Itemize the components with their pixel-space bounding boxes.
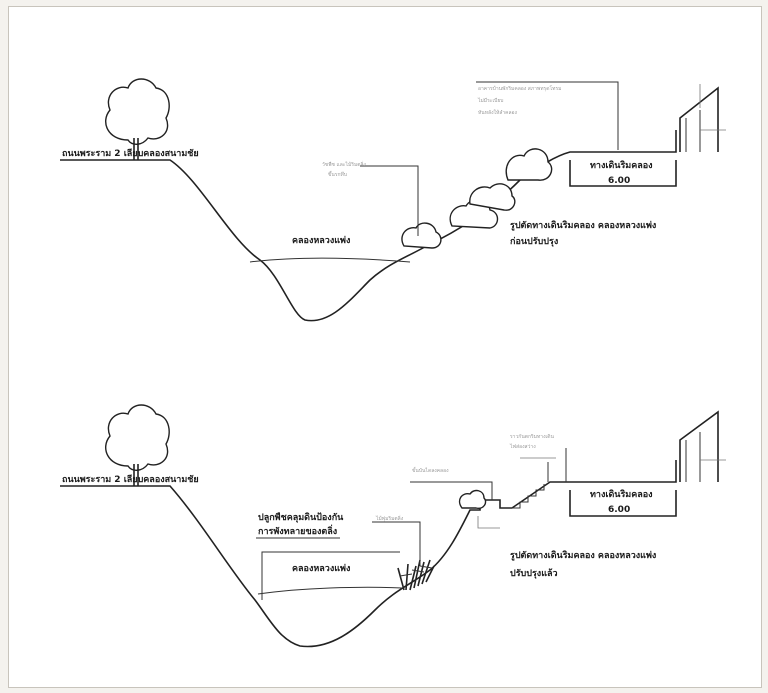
bank-label-top: ถนนพระราม 2 เลียบคลองสนามชัย xyxy=(62,148,199,159)
walkway-bracket-top xyxy=(569,160,677,187)
plant-note-leader xyxy=(372,521,421,566)
vegetation-note-top-2: ขึ้นรกทึบ xyxy=(328,169,347,178)
building-leader-top xyxy=(476,81,619,150)
vegetation-leader-top xyxy=(360,165,419,236)
railing-note-1: ราวกันตกริมทางเดิน xyxy=(510,433,555,440)
railing-note-2: ไฟส่องสว่าง xyxy=(509,443,536,450)
water-line-top xyxy=(249,257,411,263)
walkway-dim-top: 6.00 xyxy=(608,176,630,186)
shrubs-top xyxy=(401,148,553,249)
building-bottom xyxy=(679,410,726,482)
tree-left-bottom xyxy=(105,404,170,486)
building-note-top-1: อาคารบ้านพักริมคลอง สภาพทรุดโทรม xyxy=(478,85,561,92)
stairs-bottom xyxy=(512,484,545,509)
bank-note-1: ปลูกพืชคลุมดินป้องกัน xyxy=(258,511,344,523)
plants-bottom xyxy=(397,559,435,591)
bank-label-bottom: ถนนพระราม 2 เลียบคลองสนามชัย xyxy=(62,474,199,485)
canal-label-top: คลองหลวงแพ่ง xyxy=(292,235,350,246)
walkway-dim-bottom: 6.00 xyxy=(608,505,630,515)
building-note-top-2: ไม่มีระเบียบ xyxy=(477,97,503,104)
water-line-bottom xyxy=(257,586,403,595)
vegetation-note-top-1: วัชพืช และไม้ริมตลิ่ง xyxy=(322,161,367,168)
tree-left-top xyxy=(105,78,170,160)
walkway-label-top: ทางเดินริมคลอง xyxy=(590,160,653,171)
caption-bottom-2: ปรับปรุงแล้ว xyxy=(510,568,558,579)
walkway-bracket-bottom xyxy=(569,490,677,517)
ground-profile-bottom xyxy=(60,460,677,648)
section-before: ถนนพระราม 2 เลียบคลองสนามชัย คลองหลวงแพ่… xyxy=(60,78,726,322)
building-note-top-3: หันหลังให้ลำคลอง xyxy=(478,109,518,116)
step-note-leader xyxy=(410,481,493,500)
bank-note-2: การพังทลายของตลิ่ง xyxy=(258,524,337,537)
shrub-bottom xyxy=(458,489,487,510)
step-note: ขั้นบันไดลงคลอง xyxy=(412,465,449,474)
canal-label-bottom: คลองหลวงแพ่ง xyxy=(292,563,350,574)
plant-note: ไม้พุ่มริมตลิ่ง xyxy=(375,515,404,522)
caption-bottom-1: รูปตัดทางเดินริมคลอง คลองหลวงแพ่ง xyxy=(510,550,656,561)
caption-top-1: รูปตัดทางเดินริมคลอง คลองหลวงแพ่ง xyxy=(510,220,656,231)
walkway-label-bottom: ทางเดินริมคลอง xyxy=(590,489,653,500)
caption-top-2: ก่อนปรับปรุง xyxy=(510,236,558,247)
building-top xyxy=(679,86,726,152)
section-after: ถนนพระราม 2 เลียบคลองสนามชัย คลองหลวงแพ่… xyxy=(60,404,726,648)
